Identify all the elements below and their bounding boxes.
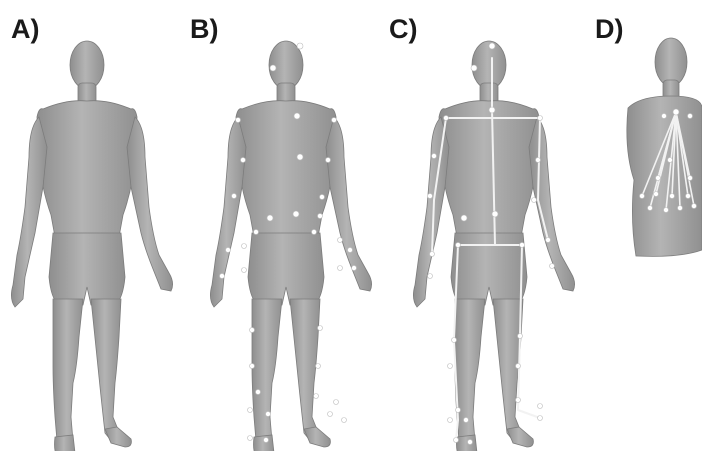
body-model-b (210, 41, 371, 451)
body-model-a (11, 41, 172, 451)
torso-model-d (627, 38, 702, 256)
